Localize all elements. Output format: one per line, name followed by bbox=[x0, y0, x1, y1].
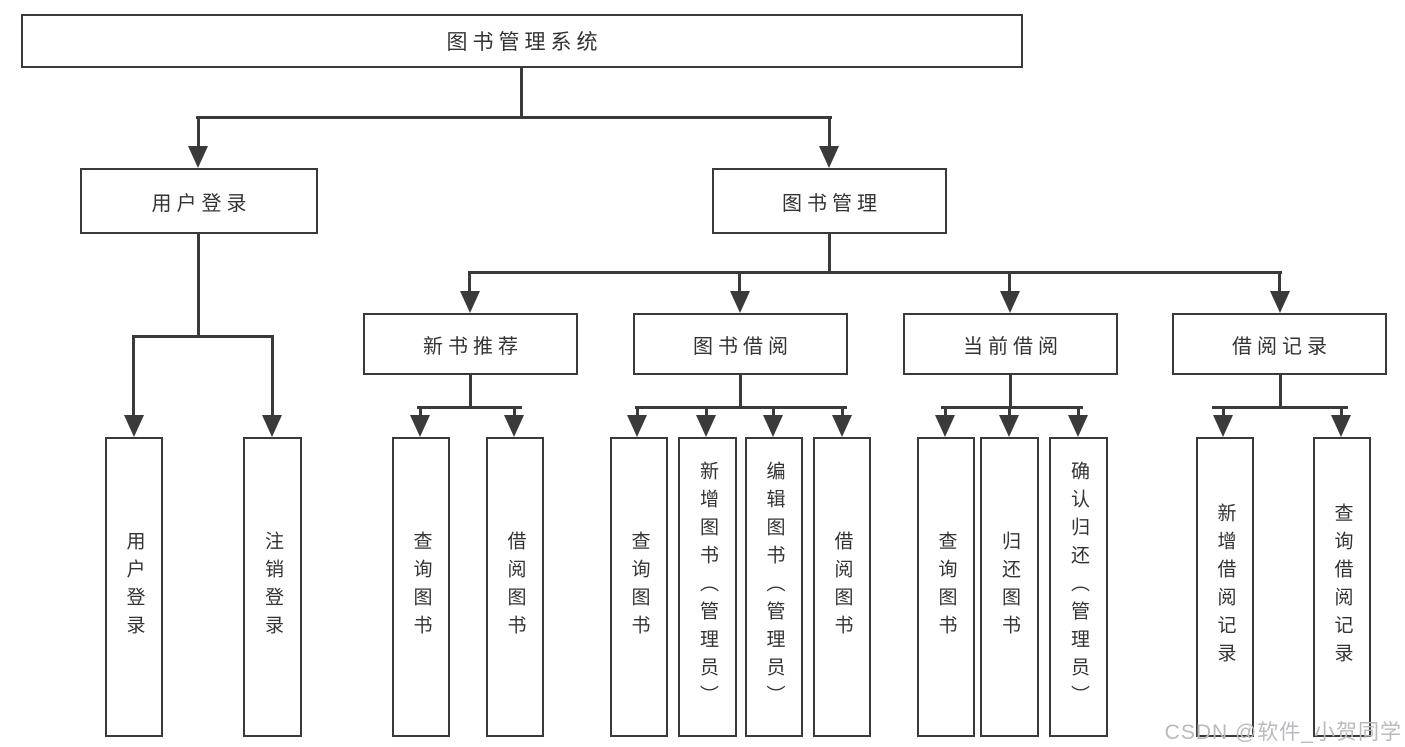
arrow-down-icon bbox=[819, 146, 839, 168]
connector-line bbox=[132, 335, 135, 417]
leaf-label: 确认归还（管理员） bbox=[1068, 461, 1089, 713]
arrow-down-icon bbox=[627, 415, 647, 437]
node-new-book-recommend: 新书推荐 bbox=[363, 313, 578, 375]
leaf-return-book: 归还图书 bbox=[980, 437, 1039, 737]
arrow-down-icon bbox=[262, 415, 282, 437]
leaf-label: 注销登录 bbox=[262, 531, 283, 643]
leaf-user-login: 用户登录 bbox=[105, 437, 163, 737]
leaf-label: 用户登录 bbox=[123, 531, 145, 643]
leaf-label: 归还图书 bbox=[999, 531, 1020, 643]
leaf-label: 查询图书 bbox=[628, 531, 650, 643]
connector-line bbox=[468, 271, 1282, 274]
connector-line bbox=[772, 406, 775, 417]
connector-line bbox=[468, 271, 471, 293]
connector-line bbox=[705, 406, 708, 417]
arrow-down-icon bbox=[696, 415, 716, 437]
arrow-down-icon bbox=[188, 146, 208, 168]
leaf-label: 新增借阅记录 bbox=[1214, 503, 1236, 671]
connector-line bbox=[1278, 271, 1281, 293]
connector-line bbox=[1008, 406, 1011, 417]
connector-line bbox=[1340, 406, 1343, 417]
connector-line bbox=[1077, 406, 1080, 417]
connector-line bbox=[469, 375, 472, 408]
arrow-down-icon bbox=[730, 291, 750, 313]
connector-line bbox=[197, 234, 200, 338]
node-current-borrowing: 当前借阅 bbox=[903, 313, 1118, 375]
connector-line bbox=[1279, 375, 1282, 408]
csdn-watermark: CSDN @软件_小贺同学 bbox=[1164, 721, 1402, 744]
leaf-logout: 注销登录 bbox=[243, 437, 302, 737]
arrow-down-icon bbox=[1331, 415, 1351, 437]
connector-line bbox=[132, 335, 274, 338]
leaf-label: 借阅图书 bbox=[504, 531, 526, 643]
arrow-down-icon bbox=[1270, 291, 1290, 313]
node-borrowing-records: 借阅记录 bbox=[1172, 313, 1387, 375]
connector-line bbox=[828, 234, 831, 274]
node-library-management-system: 图书管理系统 bbox=[21, 14, 1023, 68]
leaf-label: 查询借阅记录 bbox=[1331, 503, 1353, 671]
connector-line bbox=[738, 271, 741, 293]
leaf-label: 新增图书（管理员） bbox=[697, 461, 718, 713]
leaf-query-books-current: 查询图书 bbox=[917, 437, 975, 737]
leaf-query-books-borrowing: 查询图书 bbox=[610, 437, 668, 737]
connector-line bbox=[197, 116, 200, 148]
connector-line bbox=[271, 335, 274, 417]
connector-line bbox=[1008, 271, 1011, 293]
leaf-label: 借阅图书 bbox=[831, 531, 853, 643]
leaf-query-borrow-record: 查询借阅记录 bbox=[1313, 437, 1371, 737]
connector-line bbox=[739, 375, 742, 408]
arrow-down-icon bbox=[832, 415, 852, 437]
leaf-label: 查询图书 bbox=[935, 531, 957, 643]
connector-line bbox=[417, 406, 522, 409]
arrow-down-icon bbox=[763, 415, 783, 437]
arrow-down-icon bbox=[1000, 291, 1020, 313]
connector-line bbox=[196, 116, 832, 119]
connector-line bbox=[1009, 375, 1012, 408]
connector-line bbox=[513, 406, 516, 417]
leaf-add-book-admin: 新增图书（管理员） bbox=[678, 437, 737, 737]
connector-line bbox=[828, 116, 831, 148]
arrow-down-icon bbox=[1213, 415, 1233, 437]
connector-line bbox=[635, 406, 847, 409]
connector-line bbox=[1212, 406, 1348, 409]
connector-line bbox=[941, 406, 1083, 409]
node-book-management: 图书管理 bbox=[712, 168, 947, 234]
arrow-down-icon bbox=[124, 415, 144, 437]
arrow-down-icon bbox=[935, 415, 955, 437]
connector-line bbox=[520, 68, 523, 118]
arrow-down-icon bbox=[1068, 415, 1088, 437]
leaf-borrow-books-recommend: 借阅图书 bbox=[486, 437, 544, 737]
leaf-edit-book-admin: 编辑图书（管理员） bbox=[745, 437, 803, 737]
leaf-borrow-books: 借阅图书 bbox=[813, 437, 871, 737]
arrow-down-icon bbox=[410, 415, 430, 437]
connector-line bbox=[636, 406, 639, 417]
connector-line bbox=[419, 406, 422, 417]
node-user-login: 用户登录 bbox=[80, 168, 318, 234]
leaf-label: 编辑图书（管理员） bbox=[763, 461, 785, 713]
connector-line bbox=[841, 406, 844, 417]
leaf-add-borrow-record: 新增借阅记录 bbox=[1196, 437, 1254, 737]
connector-line bbox=[1222, 406, 1225, 417]
node-book-borrowing: 图书借阅 bbox=[633, 313, 848, 375]
arrow-down-icon bbox=[460, 291, 480, 313]
connector-line bbox=[944, 406, 947, 417]
leaf-label: 查询图书 bbox=[410, 531, 432, 643]
leaf-query-books-recommend: 查询图书 bbox=[392, 437, 450, 737]
arrow-down-icon bbox=[504, 415, 524, 437]
arrow-down-icon bbox=[999, 415, 1019, 437]
leaf-confirm-return-admin: 确认归还（管理员） bbox=[1049, 437, 1108, 737]
